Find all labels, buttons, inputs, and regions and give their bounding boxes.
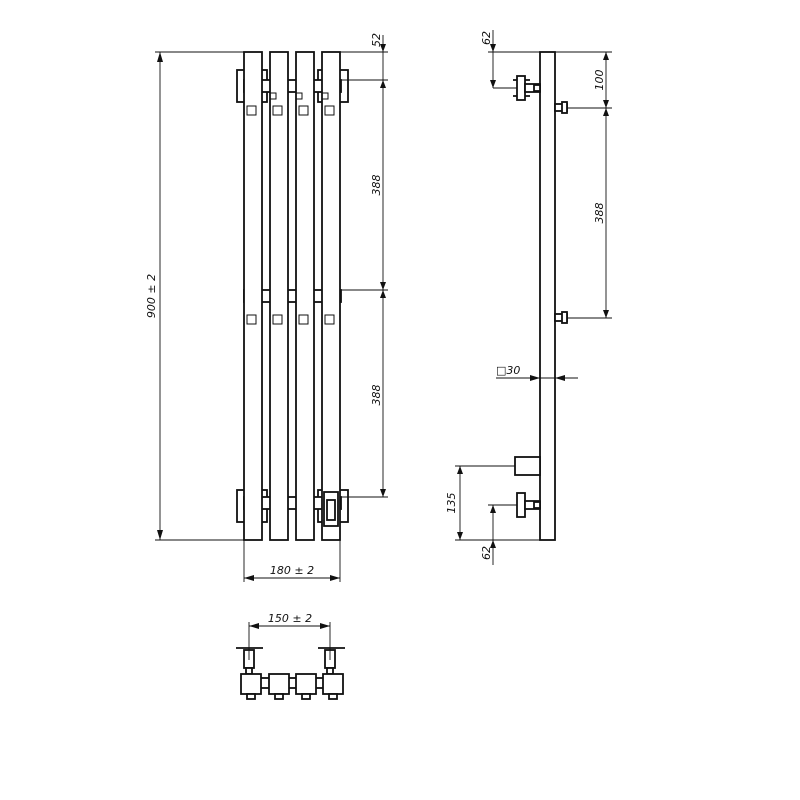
tube-1 <box>243 51 263 541</box>
bottom-bracket-plate <box>516 492 526 518</box>
tube-squares <box>246 92 335 325</box>
tube-4 <box>321 51 341 541</box>
dim-top-view-width: 150 ± 2 <box>268 612 312 625</box>
dim-side-top-spacing: 100 <box>593 70 606 91</box>
tube-2 <box>269 51 289 541</box>
front-dimensions: 900 ± 2 52 388 388 180 ± 2 <box>145 33 388 582</box>
dim-side-bottom-height: 135 <box>445 493 458 514</box>
dim-side-mid-spacing: 388 <box>593 203 606 224</box>
top-bracket-plate <box>516 75 526 101</box>
dim-top-offset: 52 <box>370 33 383 47</box>
dim-tube-section: □30 <box>496 364 520 377</box>
side-tube <box>539 51 556 541</box>
dim-side-bottom-offset: 62 <box>480 546 493 560</box>
dim-total-height: 900 ± 2 <box>145 274 158 318</box>
dim-side-top-offset: 62 <box>480 31 493 45</box>
side-dimensions: 62 100 388 □30 135 62 <box>445 30 612 565</box>
bottom-inlet <box>514 456 541 476</box>
dim-spacing-2: 388 <box>370 385 383 406</box>
top-view <box>236 647 345 700</box>
top-view-dimension: 150 ± 2 <box>248 612 331 660</box>
dim-width: 180 ± 2 <box>270 564 314 577</box>
front-view <box>236 51 349 541</box>
tube-3 <box>295 51 315 541</box>
valve-cap <box>326 499 336 521</box>
dim-spacing-1: 388 <box>370 175 383 196</box>
side-view <box>513 51 568 541</box>
